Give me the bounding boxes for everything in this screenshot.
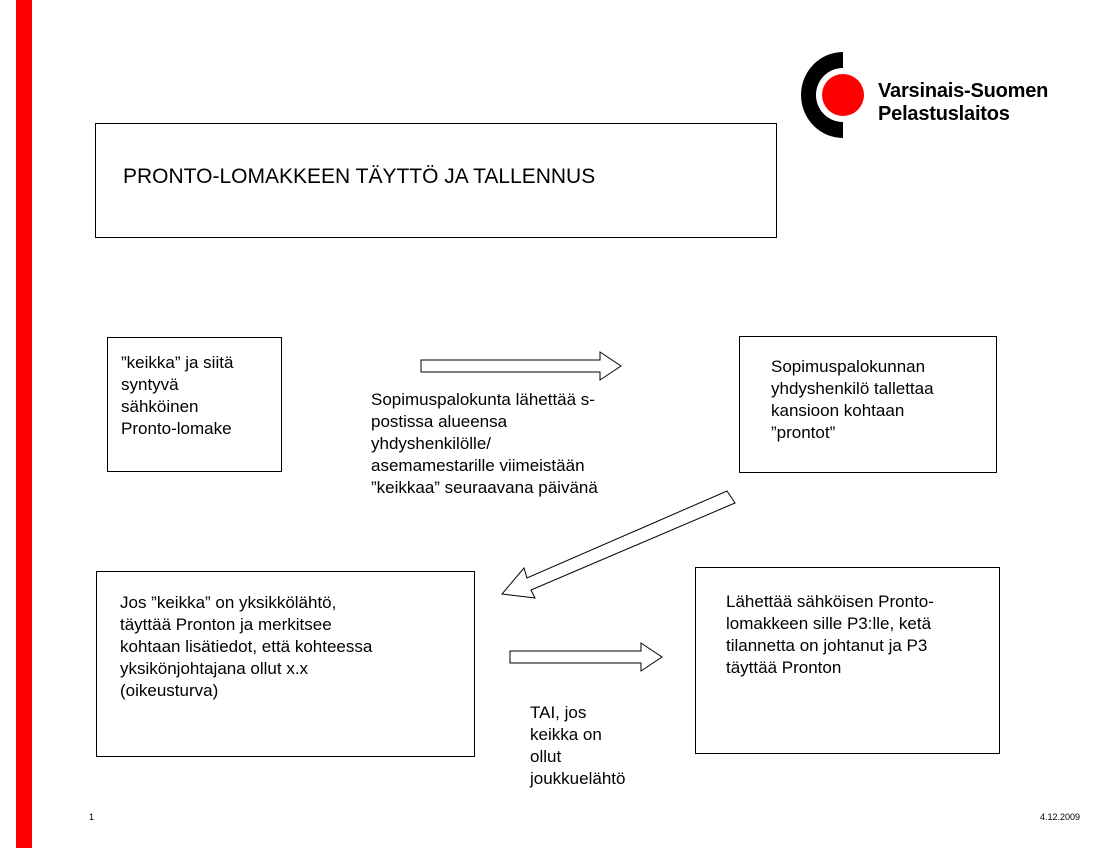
node-yhdyshenkilo-text: Sopimuspalokunnan yhdyshenkilö tallettaa… [771, 357, 934, 442]
logo-red-dot [822, 74, 864, 116]
node-keikka-box [107, 337, 282, 472]
arrow-right-top [420, 351, 622, 381]
organization-name-line2: Pelastuslaitos [878, 103, 1010, 125]
node-lahettaa-box [695, 567, 1000, 754]
node-keikka-text: ”keikka” ja siitä syntyvä sähköinen Pron… [121, 353, 234, 438]
footer-date: 4.12.2009 [1040, 812, 1081, 822]
node-lahettaa-text: Lähettää sähköisen Pronto- lomakkeen sil… [726, 592, 934, 677]
arrow-diagonal [501, 490, 736, 599]
node-yhdyshenkilo-box [739, 336, 997, 473]
page-number: 1 [89, 812, 95, 822]
title-box [95, 123, 777, 238]
logo-emblem-icon [801, 52, 864, 138]
edge-label-alternative: TAI, jos keikka on ollut joukkuelähtö [530, 703, 626, 788]
arrow-right-bottom [509, 642, 663, 672]
organization-name-line1: Varsinais-Suomen [878, 80, 1049, 102]
organization-name: Varsinais-Suomen Pelastuslaitos [878, 80, 1048, 126]
node-yksikkolahto-box [96, 571, 475, 757]
page-title: PRONTO-LOMAKKEEN TÄYTTÖ JA TALLENNUS [123, 165, 596, 188]
node-yksikkolahto-text: Jos ”keikka” on yksikkölähtö, täyttää Pr… [120, 593, 373, 700]
edge-label-send: Sopimuspalokunta lähettää s- postissa al… [371, 390, 598, 497]
sidebar-red-bar [16, 0, 32, 848]
logo-c-shape [801, 52, 843, 138]
